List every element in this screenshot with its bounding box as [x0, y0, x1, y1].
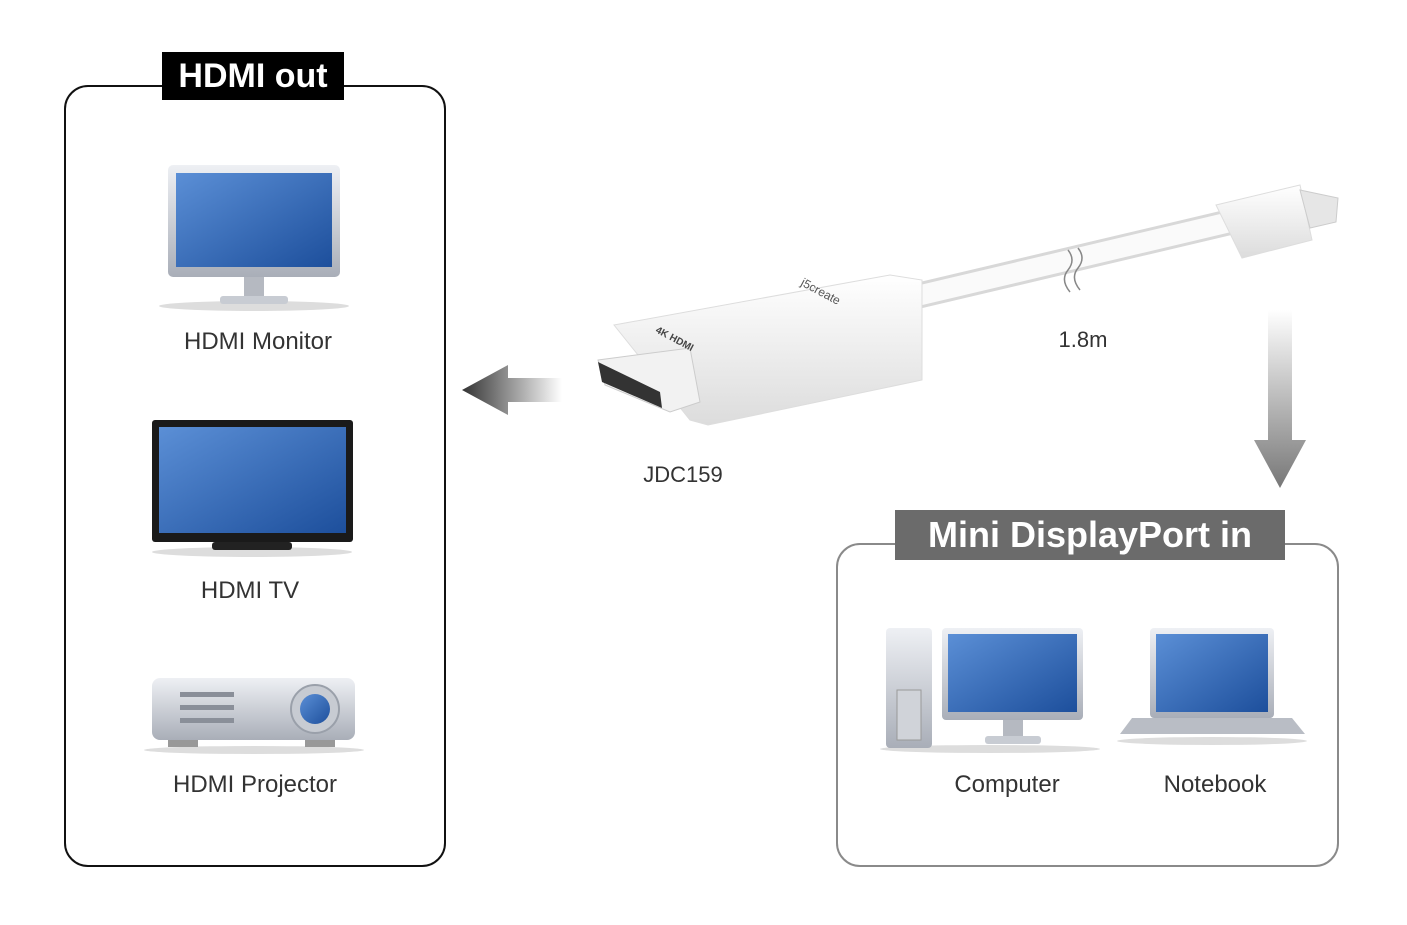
adapter-cable: 4K HDMI j5create — [597, 184, 1339, 426]
tv-icon — [152, 420, 353, 557]
monitor-icon — [159, 165, 349, 311]
hdmi-out-panel — [64, 85, 446, 867]
model-number: JDC159 — [643, 462, 723, 487]
device-label: HDMI Monitor — [183, 328, 333, 355]
projector-icon — [144, 678, 364, 754]
device-label: HDMI TV — [200, 577, 300, 604]
arrow-left-icon — [462, 365, 562, 415]
arrow-down-icon — [1254, 310, 1306, 488]
desktop-computer-icon — [880, 628, 1100, 753]
device-label: Notebook — [1163, 771, 1267, 798]
laptop-icon — [1117, 628, 1307, 745]
mini-displayport-in-panel — [836, 543, 1339, 867]
mini-displayport-in-title: Mini DisplayPort in — [895, 510, 1285, 560]
hdmi-out-title: HDMI out — [162, 52, 344, 100]
device-label: HDMI Projector — [172, 771, 338, 798]
device-label: Computer — [954, 771, 1060, 798]
cable-length: 1.8m — [1058, 327, 1108, 352]
